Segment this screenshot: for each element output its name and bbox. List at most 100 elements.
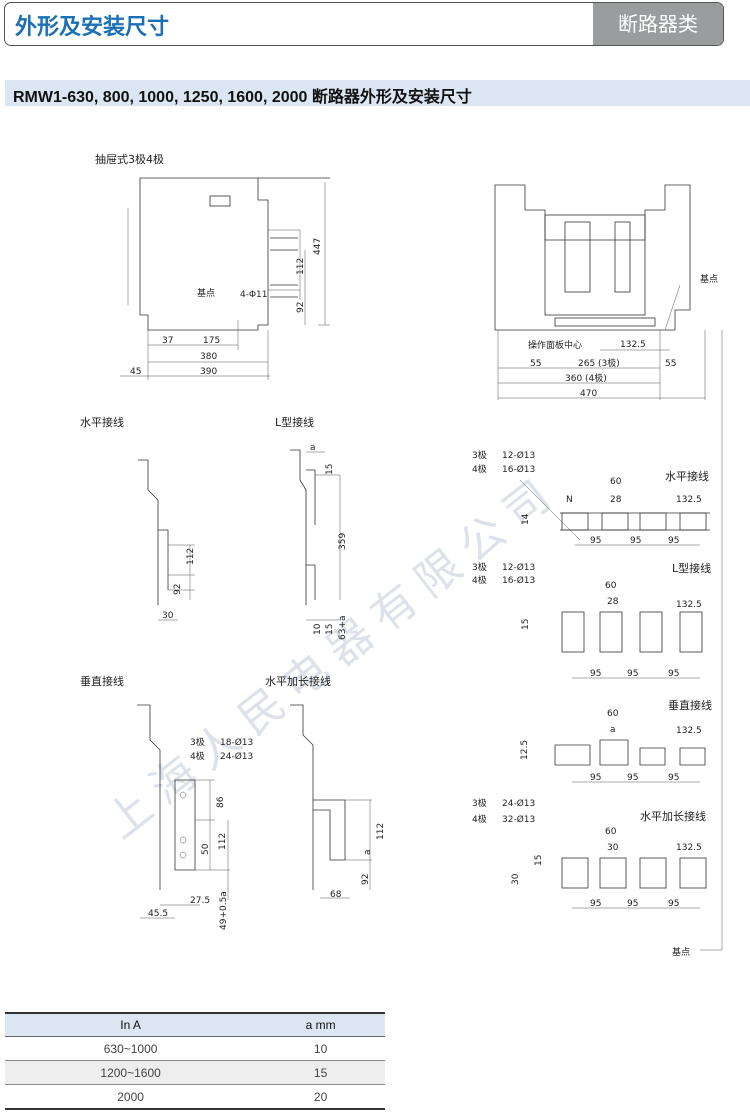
dim-label: 132.5 [676, 495, 702, 505]
dim-label: 175 [203, 336, 220, 346]
dim-label: 95 [590, 773, 601, 783]
dim-label: 4-Φ11 [240, 290, 268, 300]
dim-label: 92 [173, 584, 183, 595]
dim-label: 49+0.5a [219, 891, 229, 930]
dim-label: 86 [216, 796, 226, 808]
section-title: RMW1-630, 800, 1000, 1250, 1600, 2000 断路… [13, 89, 472, 106]
dim-label: 359 [338, 533, 348, 550]
drawing-title: 水平加长接线 [640, 809, 706, 823]
dim-label: 28 [610, 495, 622, 505]
dim-label: 112 [186, 548, 196, 565]
dim-label: 380 [200, 352, 217, 362]
drawing-title: 水平接线 [665, 469, 709, 483]
dim-label: 95 [590, 536, 601, 546]
dim-label: 16-Ø13 [502, 464, 535, 475]
dim-label: 95 [668, 669, 679, 679]
dim-label: 30 [162, 611, 174, 621]
dim-label: 447 [313, 238, 323, 255]
drawing-title: L型接线 [275, 415, 314, 429]
column-header: a mm [256, 1012, 385, 1037]
drawing-vertical: 垂直接线 3极 18-Ø13 4极 24-Ø13 86 50 112 27.5 … [80, 674, 253, 930]
dim-label: 60 [605, 581, 617, 591]
category-label: 断路器类 [593, 3, 723, 45]
dim-label: 95 [668, 536, 679, 546]
dimension-drawings: 抽屉式3极4极 基点 4-Φ11 447 112 92 37 175 380 4… [80, 152, 723, 958]
dim-label: 15 [534, 855, 544, 866]
drawing-title: L型接线 [672, 561, 711, 575]
dim-label: 55 [665, 359, 676, 369]
table-cell: 1200~1600 [5, 1060, 257, 1085]
dim-label: 95 [668, 773, 679, 783]
dim-label: 92 [361, 874, 371, 885]
drawing-horizontal-ext: 水平加长接线 112 a 92 68 [265, 674, 386, 900]
dim-label: 45 [130, 367, 141, 377]
table-cell: 20 [256, 1084, 385, 1110]
section-bar: RMW1-630, 800, 1000, 1250, 1600, 2000 断路… [5, 80, 750, 106]
dim-label: 95 [590, 669, 601, 679]
dim-label: 15 [325, 624, 335, 635]
dim-label: 27.5 [190, 896, 210, 906]
dim-label: 60 [607, 709, 619, 719]
dim-label: 132.5 [620, 340, 646, 350]
ref-point-label: 基点 [197, 287, 215, 299]
drawing-right-vertical: 垂直接线 60 a 132.5 12.5 95 95 95 [520, 698, 712, 783]
dim-label: 15 [325, 464, 335, 475]
dim-label: 132.5 [676, 600, 702, 610]
dim-label: 4极 [472, 463, 487, 475]
dim-label: 95 [627, 669, 638, 679]
table-cell: 15 [256, 1060, 385, 1085]
dim-label: 265 (3极) [578, 357, 620, 369]
column-header: In A [5, 1012, 257, 1037]
drawing-withdrawable: 抽屉式3极4极 基点 4-Φ11 447 112 92 37 175 380 4… [95, 152, 330, 380]
dim-label: a [363, 849, 373, 855]
table-cell: 10 [256, 1036, 385, 1061]
dim-label: 60 [605, 827, 617, 837]
table-cell: 2000 [5, 1084, 257, 1110]
dim-label: 12-Ø13 [502, 562, 535, 573]
dim-label: 10 [313, 623, 323, 635]
drawing-right-ltype: 3极 12-Ø13 4极 16-Ø13 L型接线 60 28 132.5 15 … [472, 561, 711, 679]
dim-label: 95 [668, 899, 679, 909]
page-header: 外形及安装尺寸 断路器类 [4, 2, 724, 46]
dim-label: 3极 [472, 449, 487, 461]
dim-label: 132.5 [676, 726, 702, 736]
dim-label: 95 [627, 773, 638, 783]
dim-label: 68 [330, 890, 342, 900]
page-title: 外形及安装尺寸 [15, 15, 170, 40]
dim-label: 95 [590, 899, 601, 909]
ref-point-label: 基点 [700, 273, 718, 285]
drawing-right-horizontal-ext: 3极 24-Ø13 4极 32-Ø13 水平加长接线 60 30 132.5 1… [472, 330, 723, 958]
dim-label: 360 (4极) [565, 372, 607, 384]
dim-label: a [610, 725, 616, 735]
ref-point-label: 基点 [672, 946, 690, 958]
dim-label: 3极 [472, 797, 487, 809]
drawing-title: 水平加长接线 [265, 674, 331, 688]
dim-label: 4极 [472, 813, 487, 825]
drawing-ltype: L型接线 a 15 359 10 15 63+a [275, 415, 348, 640]
drawing-title: 抽屉式3极4极 [95, 152, 164, 166]
drawing-side-view: 基点 操作面板中心 132.5 55 265 (3极) 55 360 (4极) … [494, 184, 718, 400]
dim-label: 60 [610, 477, 622, 487]
dim-label: 4极 [472, 574, 487, 586]
drawing-title: 水平接线 [80, 415, 124, 429]
dim-label: 112 [218, 833, 228, 850]
dim-label: 37 [162, 336, 173, 346]
dim-label: 18-Ø13 [220, 737, 253, 748]
dim-label: 30 [607, 843, 619, 853]
dim-label: 30 [511, 873, 521, 885]
dim-label: 470 [580, 389, 597, 399]
dim-label: 3极 [190, 736, 205, 748]
dim-label: 16-Ø13 [502, 575, 535, 586]
drawing-title: 垂直接线 [668, 698, 712, 712]
dim-label: 112 [296, 258, 306, 275]
drawing-title: 垂直接线 [80, 674, 124, 688]
dim-label: 操作面板中心 [528, 339, 582, 351]
dim-label: 28 [607, 597, 619, 607]
dim-label: 92 [296, 302, 306, 313]
dim-label: 3极 [472, 561, 487, 573]
dim-label: 12-Ø13 [502, 450, 535, 461]
